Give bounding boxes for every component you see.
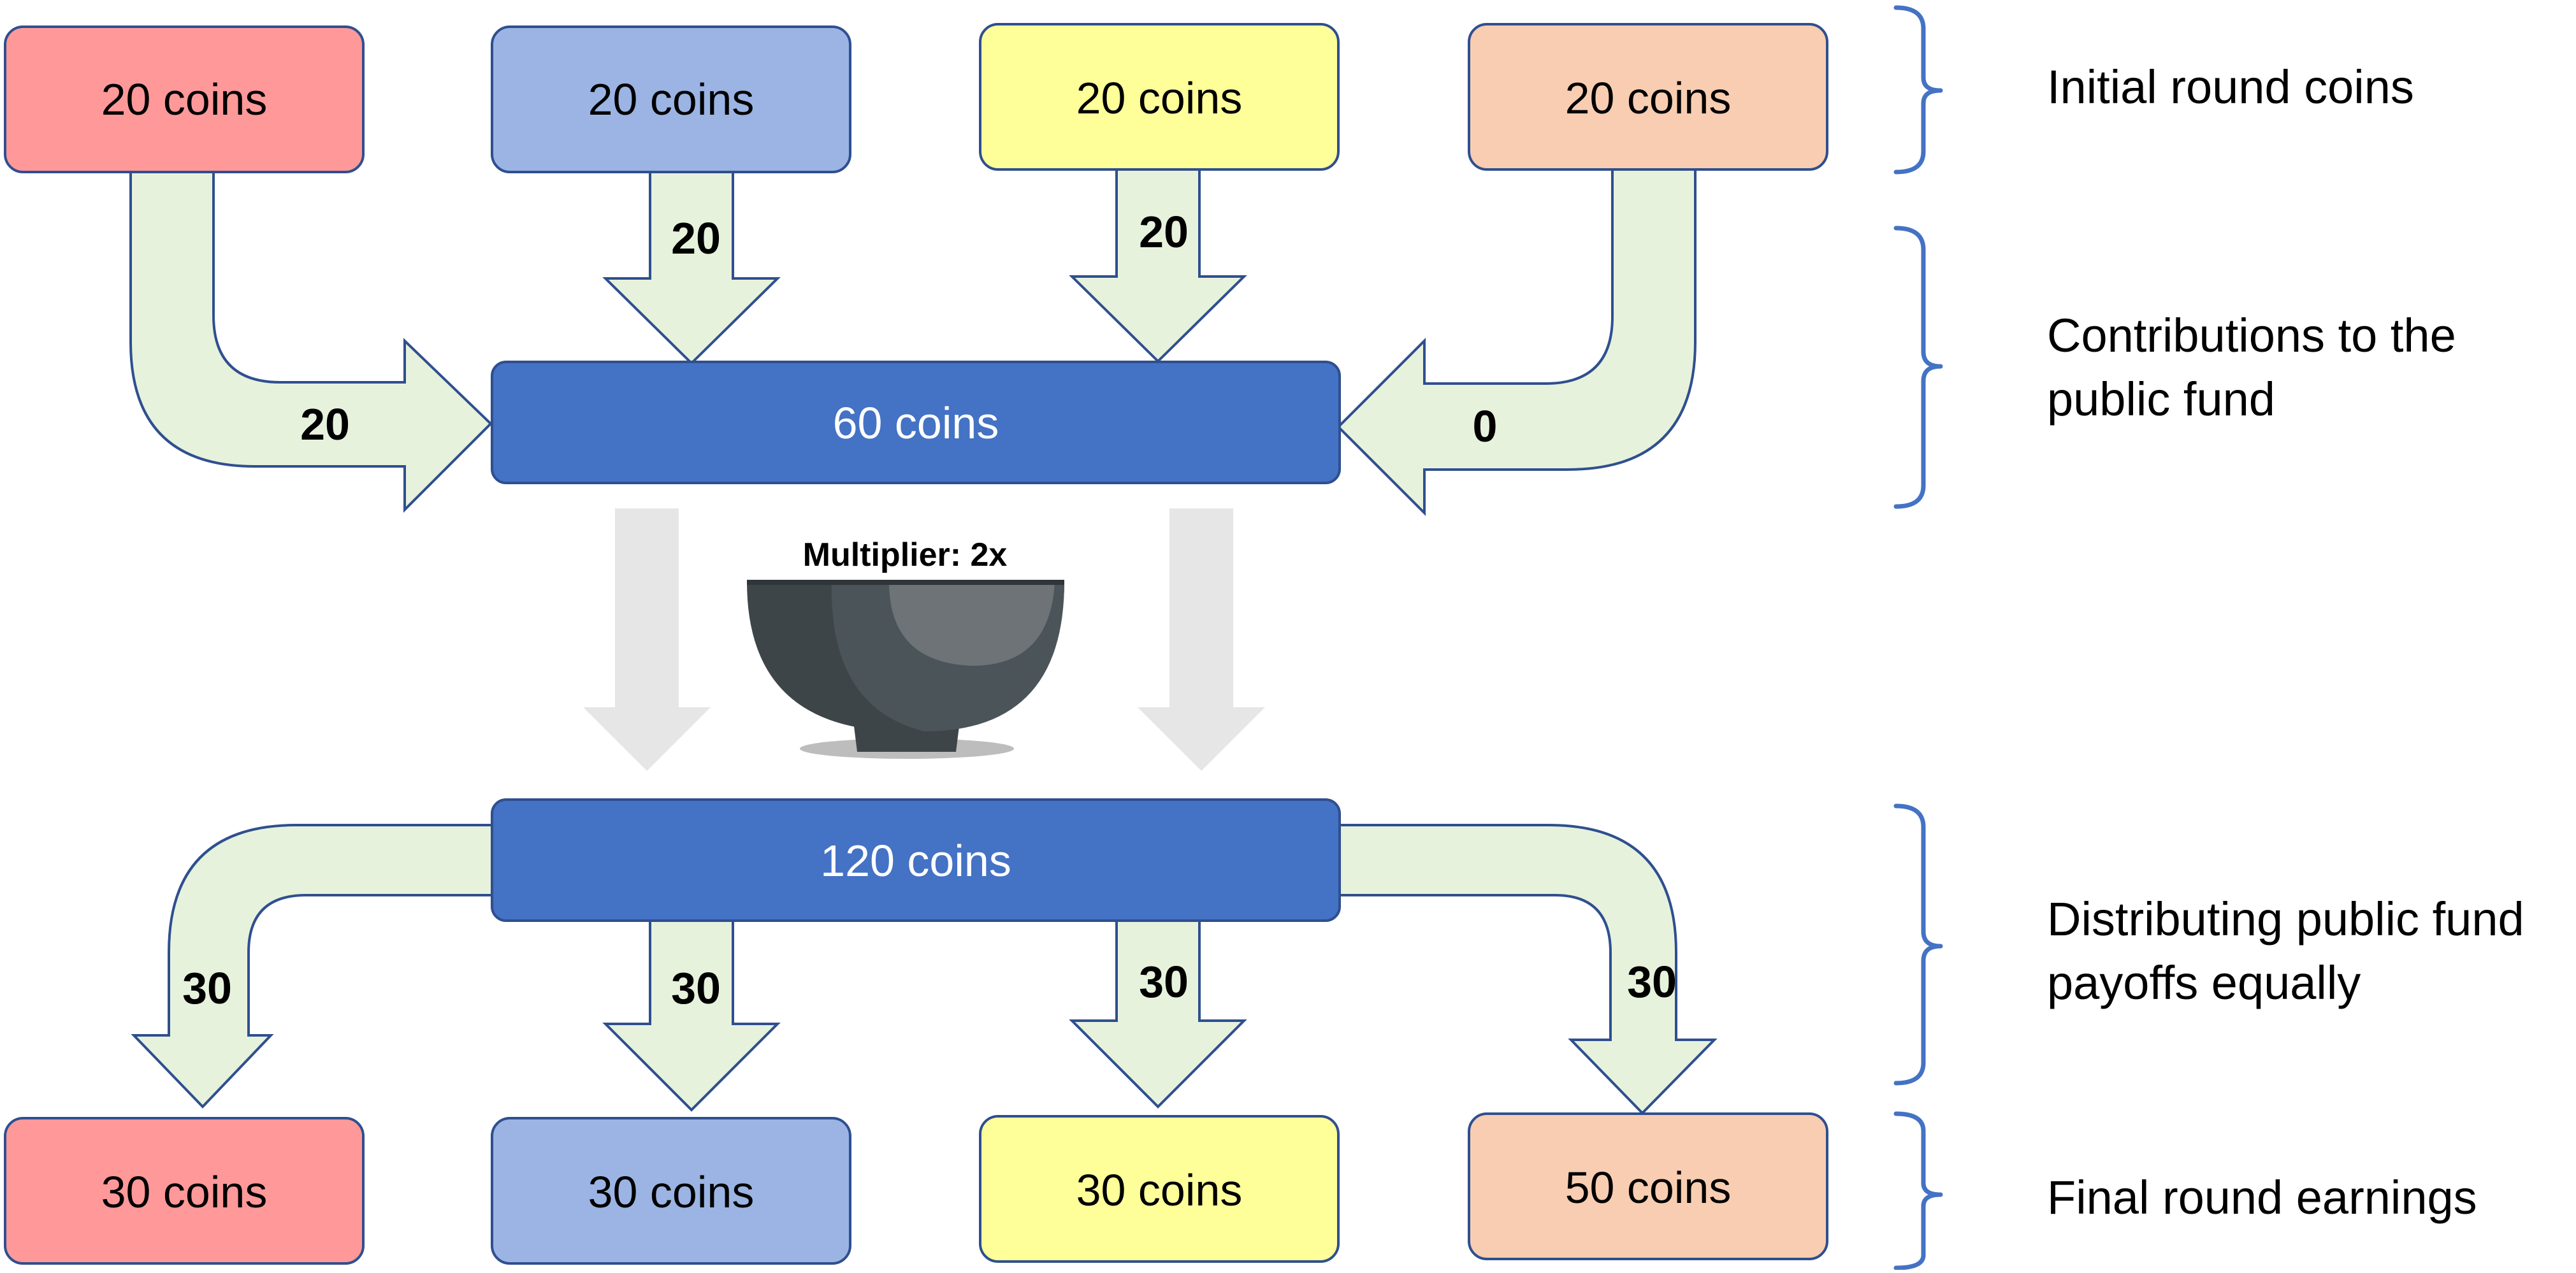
contribution-amount-p1: 20 [300, 399, 350, 449]
distribution-amount-p1: 30 [182, 963, 232, 1013]
contribution-amount-p2: 20 [671, 213, 721, 263]
public-fund-box [491, 361, 1341, 484]
multiplier-arrow-left [583, 508, 711, 771]
bracket-distribution [1893, 803, 1943, 1086]
initial-box-p4 [1468, 23, 1828, 171]
distribution-arrow-p3 [1069, 910, 1247, 1109]
contribution-amount-p4: 0 [1473, 401, 1498, 451]
final-box-p2 [491, 1117, 851, 1265]
contribution-amounts: 20 20 20 0 [300, 207, 1497, 451]
contribution-arrow-p2 [602, 168, 781, 365]
final-label-p3: 30 coins [1076, 1165, 1243, 1215]
initial-label-p1: 20 coins [101, 75, 268, 124]
final-box-p3 [979, 1115, 1340, 1263]
initial-box-p1 [4, 25, 365, 173]
contribution-arrows [129, 166, 1697, 516]
initial-box-p3 [979, 23, 1340, 171]
bowl-icon [747, 580, 1064, 759]
contribution-arrow-p3 [1069, 166, 1247, 363]
stage-label-distribution-line2: payoffs equally [2047, 956, 2361, 1009]
multiplier-label: Multiplier: 2x [803, 536, 1008, 573]
stage-label-initial: Initial round coins [2047, 61, 2414, 113]
contribution-amount-p3: 20 [1139, 207, 1189, 257]
distribution-arrows [131, 824, 1718, 1115]
multiplier-arrow-right [1138, 508, 1265, 771]
distribution-arrow-p1 [131, 824, 495, 1109]
distribution-amount-p3: 30 [1139, 957, 1189, 1007]
final-box-p1 [4, 1117, 365, 1265]
stage-label-contributions-line1: Contributions to the [2047, 309, 2456, 362]
public-fund-label: 60 coins [833, 398, 999, 448]
final-label-p4: 50 coins [1565, 1163, 1732, 1212]
bracket-initial [1893, 5, 1943, 175]
distribution-amount-p2: 30 [671, 963, 721, 1013]
initial-label-p3: 20 coins [1076, 73, 1243, 123]
multiplier-arrows [583, 508, 1265, 771]
stage-label-final: Final round earnings [2047, 1171, 2477, 1224]
distribution-amount-p4: 30 [1627, 957, 1677, 1007]
stage-brackets [1893, 5, 1943, 1270]
final-label-p1: 30 coins [101, 1167, 268, 1217]
contribution-arrow-p1 [129, 168, 493, 513]
stage-labels: Initial round coins Contributions to the… [2047, 61, 2524, 1224]
final-label-p2: 30 coins [588, 1167, 755, 1217]
final-box-p4 [1468, 1112, 1828, 1260]
initial-box-p2 [491, 25, 851, 173]
stage-label-distribution-line1: Distributing public fund [2047, 893, 2524, 946]
multiplied-fund-label: 120 coins [820, 836, 1011, 886]
bracket-final [1893, 1111, 1943, 1270]
initial-label-p2: 20 coins [588, 75, 755, 124]
final-boxes: 30 coins 30 coins 30 coins 50 coins [4, 1112, 1828, 1265]
initial-label-p4: 20 coins [1565, 73, 1732, 123]
multiplied-fund-box [491, 798, 1341, 922]
initial-boxes: 20 coins 20 coins 20 coins 20 coins [4, 23, 1828, 173]
distribution-amounts: 30 30 30 30 [182, 957, 1677, 1013]
bracket-contributions [1893, 226, 1943, 509]
stage-label-contributions-line2: public fund [2047, 373, 2275, 426]
distribution-arrow-p4 [1334, 824, 1718, 1115]
distribution-arrow-p2 [602, 910, 781, 1112]
contribution-arrow-p4 [1336, 166, 1697, 516]
